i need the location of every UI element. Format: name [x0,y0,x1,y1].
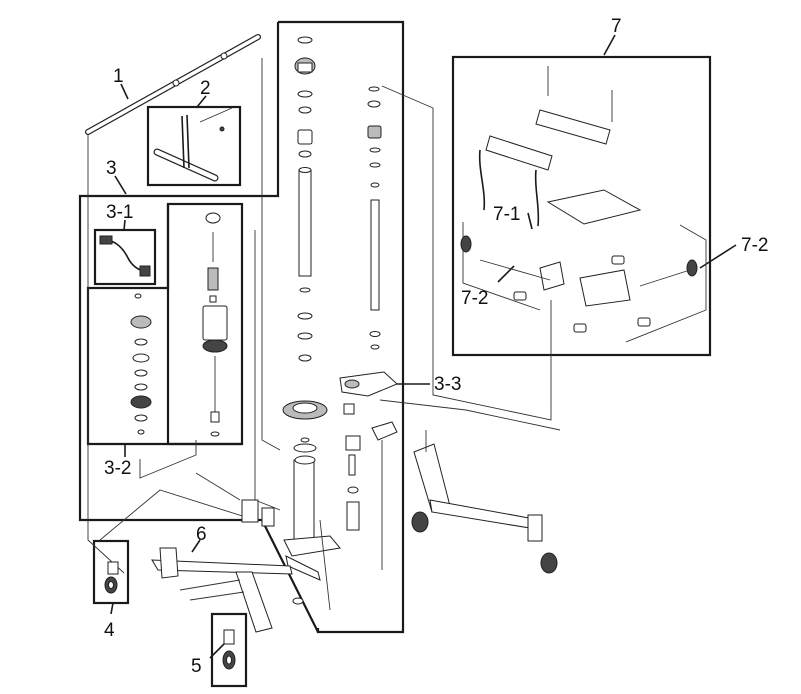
label-3: 3 [106,158,117,179]
lift-saddle-part [339,371,398,570]
label-7-1: 7-1 [493,204,520,225]
hose-part [99,235,151,277]
base-frame-part [151,547,304,633]
label-7-2-right: 7-2 [741,235,768,256]
ram-column-parts [367,86,382,350]
label-2: 2 [200,78,211,99]
caster-5-part [222,629,236,670]
callout-box-3-1 [93,228,157,286]
callout-box-3 [78,194,319,633]
t-handle-part [153,107,233,182]
handle-bar-part [85,34,261,135]
label-3-1: 3-1 [106,202,133,223]
label-4: 4 [104,620,115,641]
assembled-base-part [411,430,558,574]
label-7-2-left: 7-2 [461,288,488,309]
main-cylinder-parts [282,36,328,543]
valve-stack-parts [130,293,152,435]
label-3-2: 3-2 [104,458,131,479]
label-5: 5 [191,656,202,677]
label-1: 1 [113,66,124,87]
adapter-assembly-parts [460,66,698,333]
pump-assembly-parts [202,212,228,437]
label-3-3: 3-3 [434,374,461,395]
callout-box-7 [451,55,712,357]
callout-box-4 [92,539,130,605]
callout-box-5 [210,612,248,688]
label-7: 7 [611,16,622,37]
label-6: 6 [196,524,207,545]
callout-box-2 [146,105,242,187]
callout-labels: 1 2 3 3-1 3-2 3-3 4 5 6 7 7-1 7-2 7-2 [104,16,768,677]
caster-4-part [104,561,119,594]
base-plate-parts [195,472,341,611]
